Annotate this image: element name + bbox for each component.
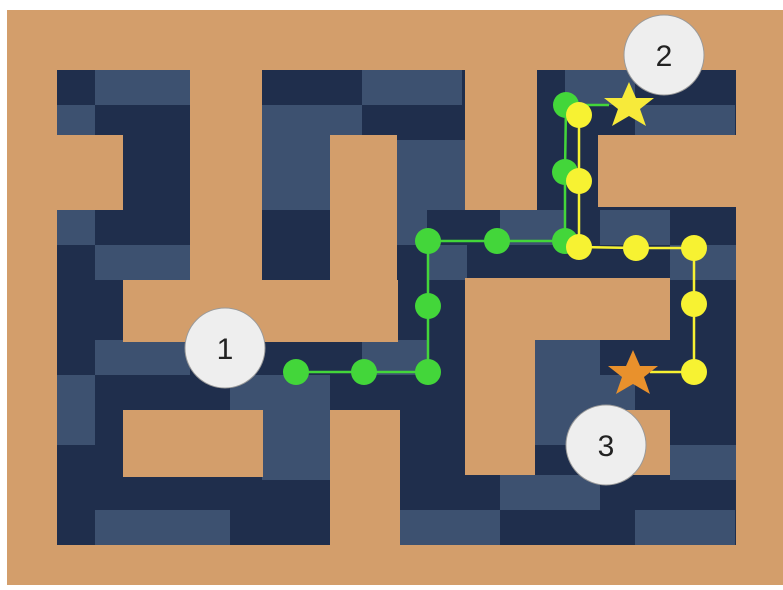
label-2-text: 2 [656,40,673,73]
label-1-badge: 1 [185,308,265,388]
yellow-node [623,235,649,261]
yellow-node [681,235,707,261]
label-3-text: 3 [598,430,615,463]
green-node [415,293,441,319]
yellow-node [566,168,592,194]
yellow-node [566,234,592,260]
green-node [351,359,377,385]
yellow-node [681,359,707,385]
yellow-node [566,102,592,128]
label-3-badge: 3 [566,405,646,485]
yellow-node [681,291,707,317]
green-node [415,228,441,254]
green-node [484,228,510,254]
label-1-text: 1 [217,333,234,366]
green-node [415,359,441,385]
label-2-badge: 2 [624,15,704,95]
green-node [283,359,309,385]
